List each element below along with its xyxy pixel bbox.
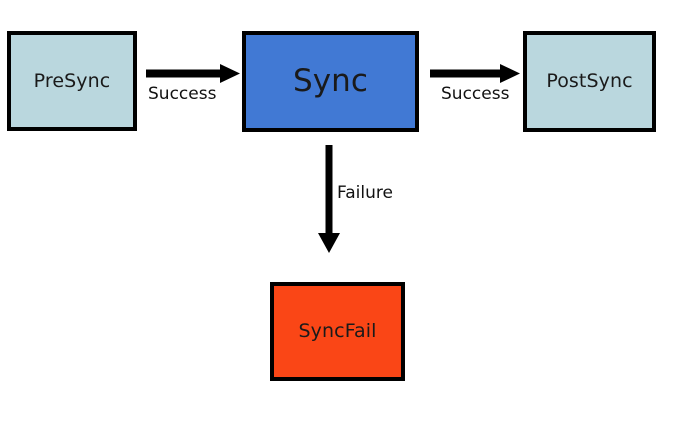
edge-label-success-sync-postsync: Success	[441, 84, 510, 104]
arrow-right-icon	[146, 64, 240, 83]
node-postsync-label: PostSync	[546, 70, 633, 92]
node-syncfail[interactable]: SyncFail	[270, 282, 405, 381]
node-presync[interactable]: PreSync	[7, 31, 137, 131]
edge-label-failure: Failure	[337, 183, 393, 203]
node-sync[interactable]: Sync	[242, 31, 419, 132]
arrow-right-icon	[430, 64, 520, 83]
edge-label-success-presync-sync: Success	[148, 84, 217, 104]
edge-sync-to-syncfail	[318, 145, 346, 255]
node-postsync[interactable]: PostSync	[523, 31, 656, 132]
arrow-down-icon	[318, 145, 340, 253]
node-syncfail-label: SyncFail	[298, 320, 377, 342]
node-presync-label: PreSync	[33, 69, 111, 92]
edge-sync-to-postsync	[430, 64, 526, 84]
node-sync-label: Sync	[292, 63, 369, 99]
edge-presync-to-sync	[146, 64, 242, 84]
